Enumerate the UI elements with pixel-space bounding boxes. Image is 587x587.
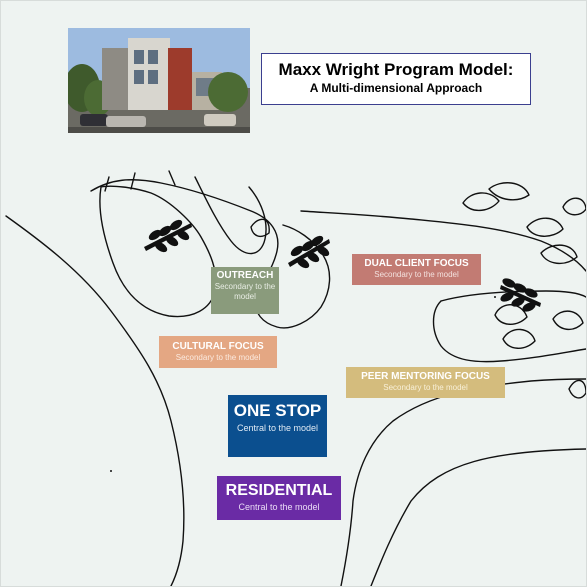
leaf-outline: [488, 182, 530, 201]
residential-subtext: Central to the model: [238, 502, 320, 512]
leaf-outline: [250, 218, 270, 238]
one-stop-heading: ONE STOP: [233, 401, 322, 420]
leaf-outline: [526, 217, 564, 237]
leaf-sprig: [500, 278, 541, 312]
title-box: Maxx Wright Program Model: A Multi-dimen…: [261, 53, 531, 105]
middle-bough: [300, 210, 586, 272]
outreach-box: OUTREACH Secondary to the model: [211, 267, 279, 314]
residential-box: RESIDENTIAL Central to the model: [217, 476, 341, 520]
middle-bough-lower: [432, 300, 586, 363]
ink-dot: [494, 296, 496, 298]
leaf-sprig: [288, 235, 330, 269]
branch-tick: [130, 172, 136, 190]
trunk-right-line: [340, 378, 586, 586]
trunk-left-line: [5, 215, 185, 586]
cultural-focus-heading: CULTURAL FOCUS: [172, 341, 264, 352]
canopy-mid-loop: [194, 176, 267, 255]
residential-heading: RESIDENTIAL: [225, 482, 333, 499]
branch-tick: [168, 170, 176, 186]
leaf-outline: [540, 244, 578, 264]
outreach-subtext: Secondary to the model: [214, 282, 276, 301]
middle-bough-upper: [440, 290, 586, 302]
leaf-outline: [568, 379, 586, 399]
building-photo: [68, 28, 250, 133]
lower-bough-line: [370, 448, 586, 586]
one-stop-box: ONE STOP Central to the model: [228, 395, 327, 457]
title-line-2: A Multi-dimensional Approach: [309, 81, 483, 95]
peer-mentoring-focus-heading: PEER MENTORING FOCUS: [361, 371, 490, 382]
peer-mentoring-focus-subtext: Secondary to the model: [383, 383, 468, 392]
title-line-1: Maxx Wright Program Model:: [278, 60, 514, 79]
dual-client-focus-heading: DUAL CLIENT FOCUS: [364, 258, 469, 269]
dual-client-focus-subtext: Secondary to the model: [374, 270, 459, 279]
cultural-focus-box: CULTURAL FOCUS Secondary to the model: [159, 336, 277, 368]
leaf-outline: [462, 192, 500, 211]
ink-dot: [110, 470, 112, 472]
one-stop-subtext: Central to the model: [236, 423, 319, 433]
leaf-outline: [494, 304, 528, 325]
dual-client-focus-box: DUAL CLIENT FOCUS Secondary to the model: [352, 254, 481, 285]
cultural-focus-subtext: Secondary to the model: [175, 353, 261, 362]
peer-mentoring-focus-box: PEER MENTORING FOCUS Secondary to the mo…: [346, 367, 505, 398]
leaf-sprig: [144, 219, 192, 253]
outreach-heading: OUTREACH: [216, 270, 274, 281]
leaf-outline: [552, 310, 584, 330]
leaf-outline: [562, 197, 586, 216]
leaf-outline: [502, 328, 536, 349]
canopy-left-loop: [99, 185, 217, 318]
branch-tick: [104, 176, 110, 192]
